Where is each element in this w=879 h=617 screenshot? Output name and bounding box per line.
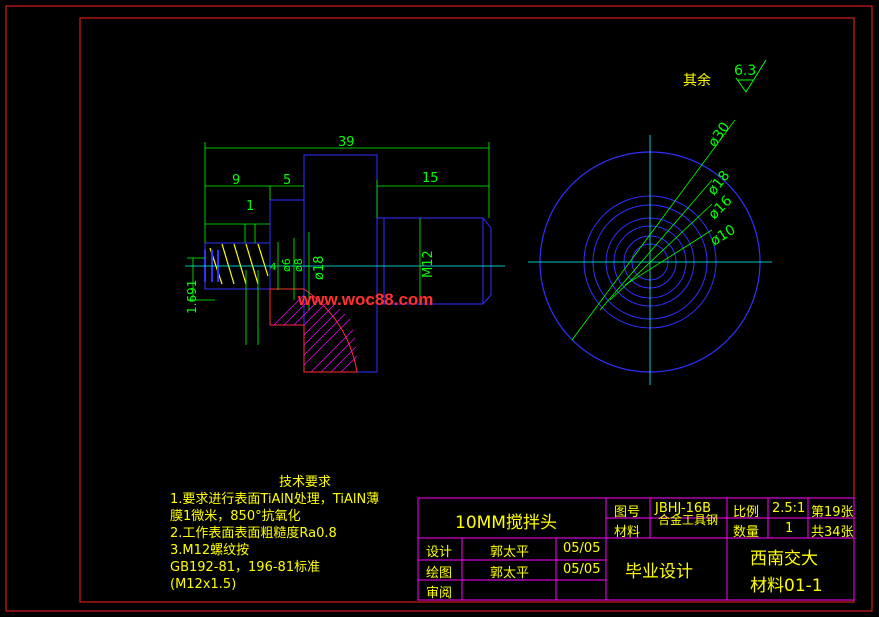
roughness-symbol xyxy=(735,59,767,93)
side-dimensions xyxy=(187,142,490,345)
outer-frame xyxy=(5,5,873,612)
threaded-stub xyxy=(377,217,492,305)
scale-value: 2.5:1 xyxy=(772,501,806,516)
dim-15: 15 xyxy=(422,171,439,186)
material-label: 材料 xyxy=(614,525,641,540)
tech-req-line: 1.要求进行表面TiAlN处理，TiAlN薄 xyxy=(170,492,380,507)
dim-m12: M12 xyxy=(421,250,436,278)
tech-req-line: (M12x1.5) xyxy=(170,577,237,592)
tech-req-line: 2.工作表面表面粗糙度Ra0.8 xyxy=(170,526,337,541)
dim-total-length: 39 xyxy=(338,135,355,150)
dim-9: 9 xyxy=(232,173,240,188)
end-view xyxy=(528,119,772,385)
dim-phi16: ø16 xyxy=(706,193,736,223)
project-name: 毕业设计 xyxy=(625,562,693,582)
design-label: 设计 xyxy=(426,545,453,560)
dim-phi8: ø8 xyxy=(292,258,305,272)
watermark: www.woc88.com xyxy=(298,290,434,309)
tech-req-title: 技术要求 xyxy=(278,475,331,490)
drawing-no-label: 图号 xyxy=(614,505,641,520)
inner-frame xyxy=(79,17,855,603)
tech-req-line: GB192-81，196-81标准 xyxy=(170,560,321,575)
roughness-label: 其余 xyxy=(683,72,711,89)
roughness-value: 6.3 xyxy=(734,63,756,79)
pin-threads xyxy=(209,243,269,285)
draw-date: 05/05 xyxy=(563,562,601,577)
dim-phi30: ø30 xyxy=(705,119,733,150)
dim-4: 4 xyxy=(270,262,276,273)
dim-phi6: ø6 xyxy=(280,258,293,272)
sheet-number: 第19张 xyxy=(811,505,854,520)
drawing-no: JBHJ-16B xyxy=(655,501,712,516)
tech-req-line: 3.M12螺纹按 xyxy=(170,543,250,558)
qty-label: 数量 xyxy=(733,525,760,540)
drawer: 郭太平 xyxy=(490,566,530,581)
dim-5: 5 xyxy=(283,173,291,188)
title-block xyxy=(417,497,855,601)
school-name: 西南交大 xyxy=(750,549,818,569)
design-date: 05/05 xyxy=(563,541,601,556)
side-view xyxy=(185,154,505,373)
dim-1: 1 xyxy=(246,199,254,214)
draw-label: 绘图 xyxy=(426,566,453,581)
scale-label: 比例 xyxy=(733,505,760,520)
dim-1691: 1.691 xyxy=(185,280,199,314)
material-value: 合金工具钢 xyxy=(657,513,718,527)
dim-phi10: ø10 xyxy=(708,222,739,250)
designer: 郭太平 xyxy=(490,545,530,560)
dim-phi18-right: ø18 xyxy=(705,168,734,199)
review-label: 审阅 xyxy=(426,586,453,601)
technical-requirements: 技术要求 1.要求进行表面TiAlN处理，TiAlN薄 膜1微米，850°抗氧化… xyxy=(170,474,410,593)
total-sheets: 共34张 xyxy=(811,525,854,540)
part-name: 10MM搅拌头 xyxy=(455,513,557,533)
qty-value: 1 xyxy=(785,521,794,536)
tech-req-line: 膜1微米，850°抗氧化 xyxy=(170,509,301,524)
class-name: 材料01-1 xyxy=(750,576,823,596)
dim-phi18: ø18 xyxy=(312,256,327,281)
